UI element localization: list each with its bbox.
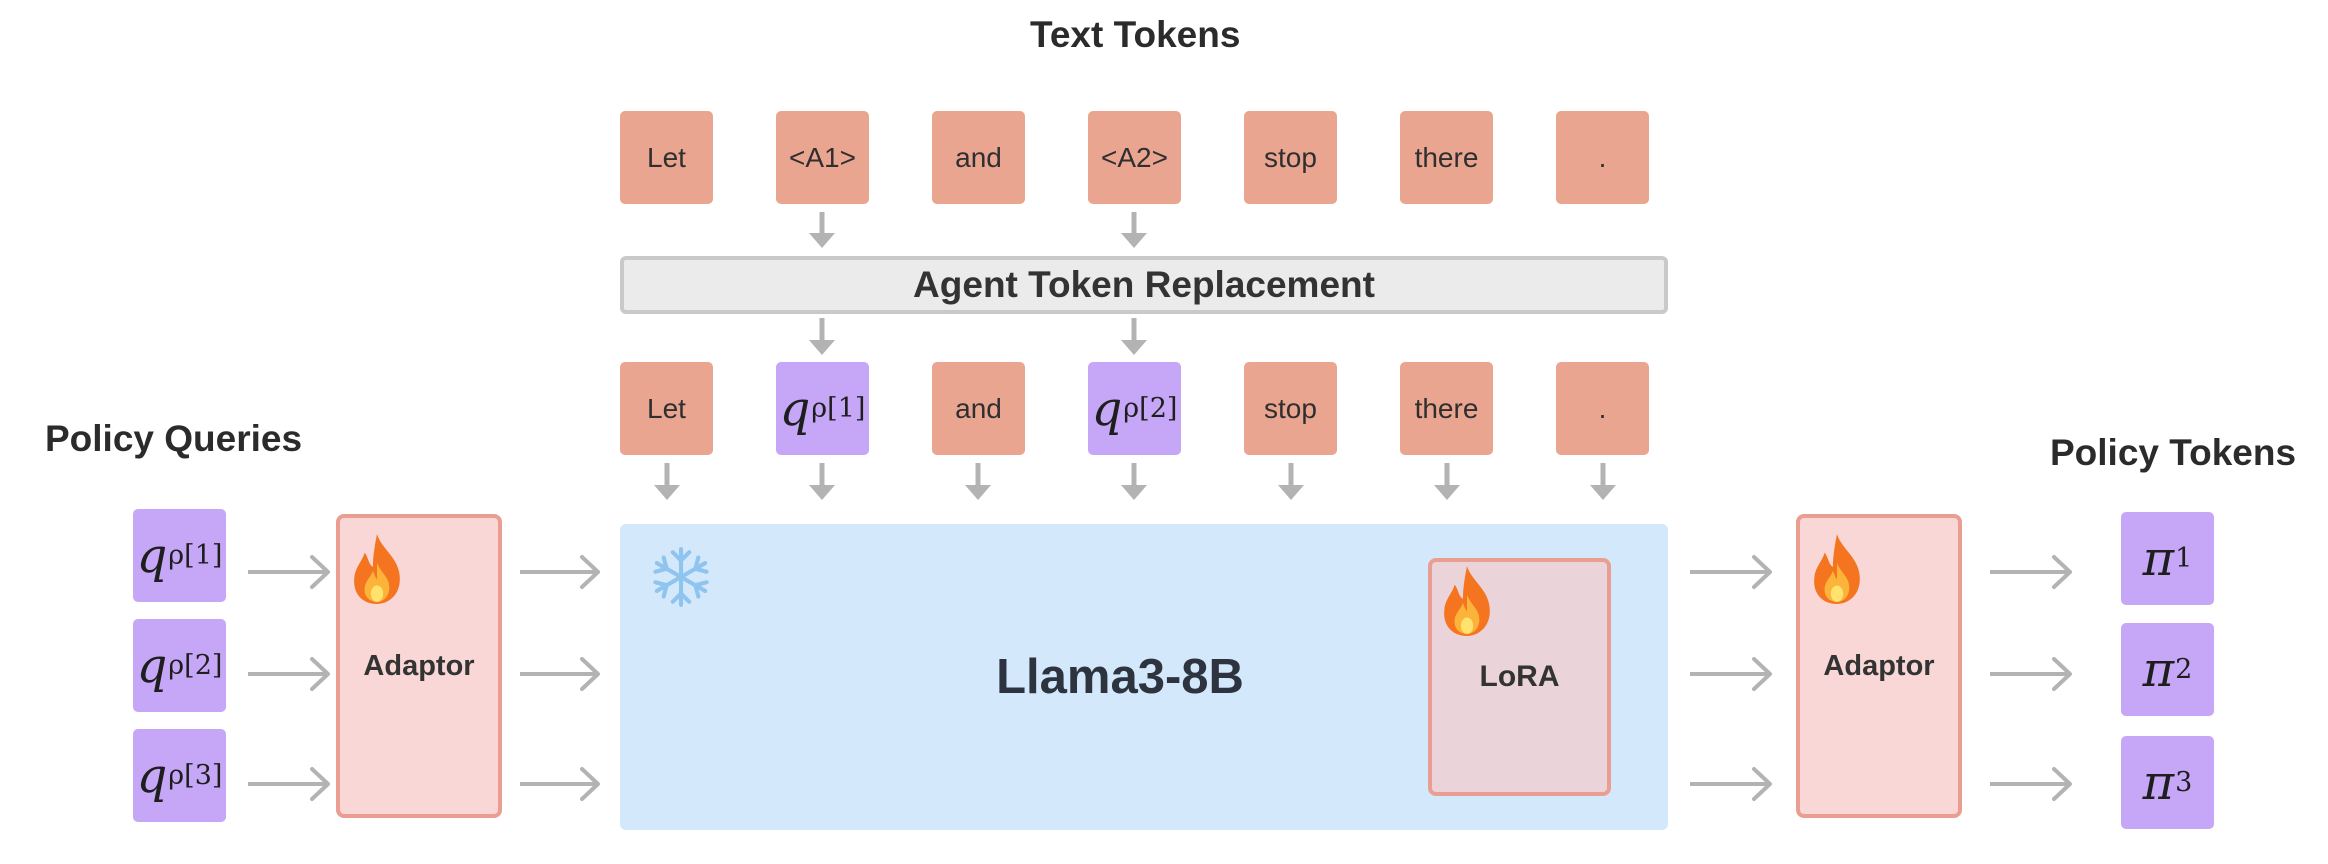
arrow-adaptor-to-model: [520, 767, 600, 801]
arrow-adaptor-to-token: [1990, 555, 2072, 589]
agent-token-symbol: q: [1091, 380, 1123, 437]
llama-model-box: Llama3-8B LoRA: [620, 524, 1668, 830]
arrow-to-replacement: [809, 212, 835, 248]
arrow-to-model: [965, 463, 991, 500]
text-token: <A1>: [776, 111, 869, 204]
text-token: .: [1556, 362, 1649, 455]
arrow-to-model: [654, 463, 680, 500]
arrow-model-to-adaptor: [1690, 767, 1772, 801]
text-token: Let: [620, 111, 713, 204]
lora-label: LoRA: [1479, 660, 1560, 693]
arrow-adaptor-to-model: [520, 657, 600, 691]
policy-query-subscript: ρ[2]: [168, 650, 223, 681]
snowflake-icon: [650, 547, 712, 608]
policy-token-subscript: 1: [2175, 543, 2193, 574]
policy-token-symbol: π: [2142, 754, 2175, 811]
policy-token-symbol: π: [2142, 641, 2175, 698]
arrow-adaptor-to-token: [1990, 767, 2072, 801]
policy-token-subscript: 3: [2175, 767, 2193, 798]
arrow-query-to-adaptor: [248, 657, 330, 691]
text-token: and: [932, 362, 1025, 455]
policy-query-symbol: q: [136, 527, 168, 584]
policy-query-symbol: q: [136, 747, 168, 804]
text-token: <A2>: [1088, 111, 1181, 204]
policy-token-subscript: 2: [2175, 654, 2193, 685]
policy-query-subscript: ρ[1]: [168, 540, 223, 571]
arrow-query-to-adaptor: [248, 555, 330, 589]
policy-query-subscript: ρ[3]: [168, 760, 223, 791]
agent-token-subscript: ρ[2]: [1123, 393, 1178, 424]
policy-queries-heading: Policy Queries: [45, 418, 303, 459]
policy-tokens-heading: Policy Tokens: [2050, 432, 2297, 473]
arrow-adaptor-to-model: [520, 555, 600, 589]
arrow-to-model: [1590, 463, 1616, 500]
agent-token-subscript: ρ[1]: [811, 393, 866, 424]
model-label: Llama3-8B: [996, 650, 1244, 704]
adaptor-label: Adaptor: [1823, 649, 1935, 682]
arrow-adaptor-to-token: [1990, 657, 2072, 691]
agent-token-replacement-box: Agent Token Replacement: [620, 256, 1668, 314]
policy-query-symbol: q: [136, 637, 168, 694]
arrow-from-replacement: [809, 318, 835, 355]
fire-icon: [1444, 566, 1490, 636]
arrow-to-model: [1434, 463, 1460, 500]
arrow-to-model: [1278, 463, 1304, 500]
text-tokens-heading: Text Tokens: [1030, 14, 1241, 55]
adaptor-label: Adaptor: [363, 649, 475, 682]
text-token: stop: [1244, 362, 1337, 455]
arrow-to-model: [809, 463, 835, 500]
text-token: and: [932, 111, 1025, 204]
text-token: there: [1400, 362, 1493, 455]
arrow-to-model: [1121, 463, 1147, 500]
arrow-query-to-adaptor: [248, 767, 330, 801]
input-adaptor: Adaptor: [336, 514, 502, 818]
text-token: Let: [620, 362, 713, 455]
text-token: there: [1400, 111, 1493, 204]
text-token: stop: [1244, 111, 1337, 204]
policy-token-symbol: π: [2142, 530, 2175, 587]
arrow-model-to-adaptor: [1690, 657, 1772, 691]
arrow-to-replacement: [1121, 212, 1147, 248]
agent-token-symbol: q: [779, 380, 811, 437]
fire-icon: [354, 534, 400, 604]
output-adaptor: Adaptor: [1796, 514, 1962, 818]
text-token: .: [1556, 111, 1649, 204]
fire-icon: [1814, 534, 1860, 604]
arrow-model-to-adaptor: [1690, 555, 1772, 589]
arrow-from-replacement: [1121, 318, 1147, 355]
lora-module: LoRA: [1428, 558, 1611, 796]
